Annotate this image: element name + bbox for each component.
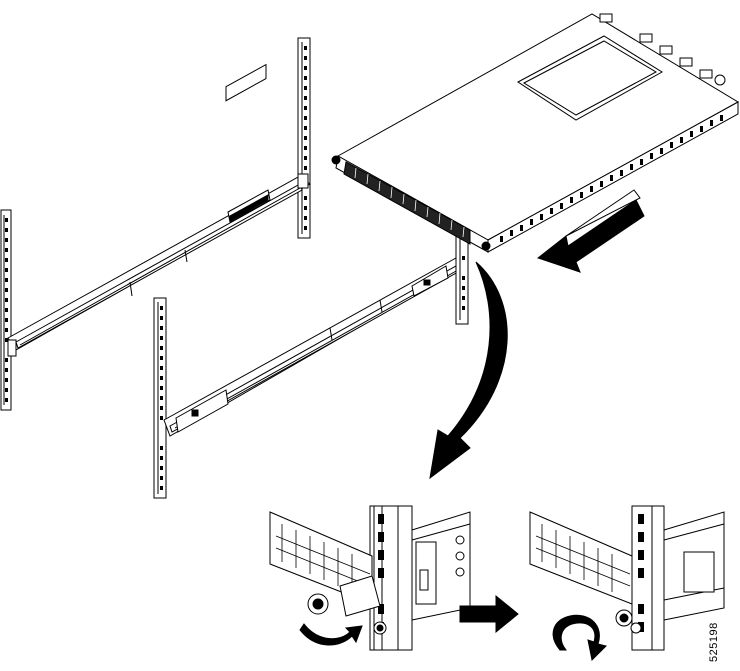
zoom-down-arrow-icon [430, 262, 507, 478]
slide-in-arrow-icon [538, 190, 644, 272]
rear-right-rack-post [298, 38, 310, 238]
tighten-arrow-icon [300, 624, 362, 645]
right-thumbscrew-icon [482, 242, 490, 250]
figure-id-label: 525198 [708, 622, 720, 662]
rear-left-rack-post [1, 210, 11, 410]
left-thumbscrew-icon [332, 156, 340, 164]
left-slide-rail [8, 65, 310, 356]
detail-thumbscrew-before [270, 506, 470, 650]
side-vent-slots [500, 115, 723, 242]
detail-thumbscrew-after [530, 506, 724, 660]
next-step-arrow-icon [460, 596, 518, 632]
rotate-clockwise-icon [553, 615, 606, 660]
rear-modules [600, 14, 725, 85]
right-slide-rail [164, 258, 462, 436]
front-left-rack-post [154, 298, 166, 498]
router-chassis [332, 14, 738, 252]
rack-post-holes [5, 218, 8, 402]
